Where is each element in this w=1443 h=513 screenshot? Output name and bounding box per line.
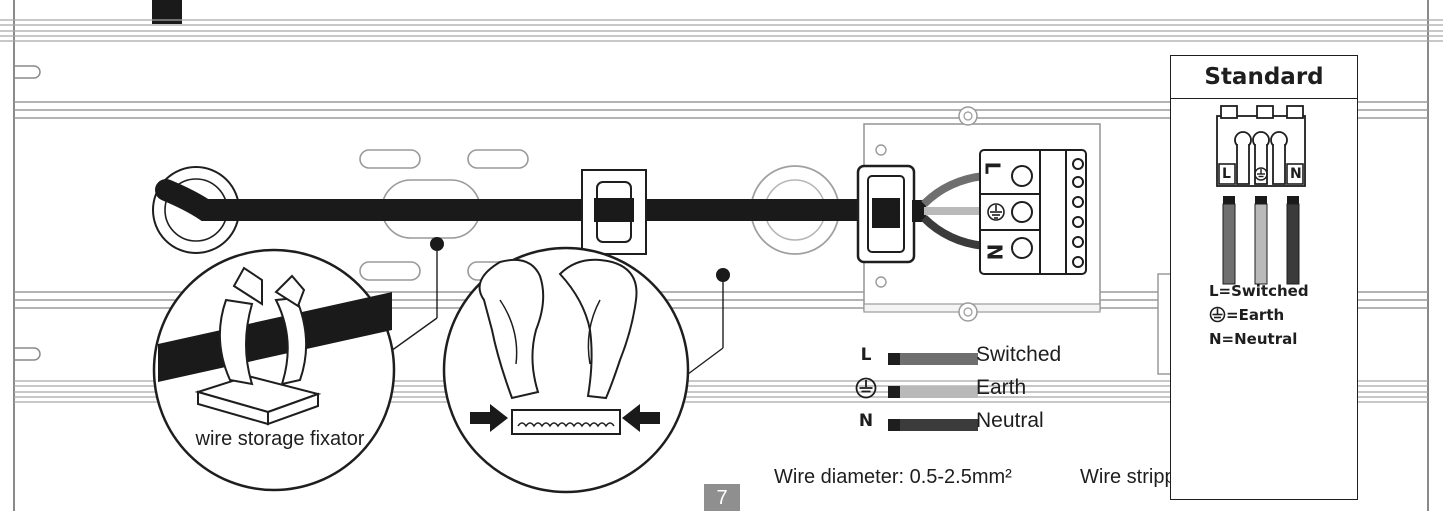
screw-icon	[958, 106, 978, 126]
legend-row-switched: L Switched	[854, 343, 1084, 373]
strain-relief-clamp	[856, 164, 926, 264]
legend-swatch-neutral	[888, 419, 978, 431]
arrow-right-icon	[470, 404, 508, 432]
detail-circle-fixator	[152, 248, 396, 492]
mains-cable	[155, 179, 881, 221]
standard-wiring-panel: Standard L N L=Switched	[1170, 55, 1358, 500]
legend-label-switched: Switched	[976, 343, 1062, 366]
standard-wire-switched	[1222, 203, 1236, 285]
standard-earth-symbol-icon	[1254, 167, 1268, 181]
arrow-left-icon	[622, 404, 660, 432]
fixator-label: wire storage fixator	[195, 428, 365, 450]
legend-swatch-earth	[888, 386, 978, 398]
standard-title: Standard	[1171, 56, 1357, 99]
earth-symbol-icon	[1209, 306, 1226, 323]
standard-terminal-drawing	[1216, 105, 1306, 285]
connector-label-n: N	[982, 243, 1007, 261]
page-number: 7	[704, 484, 740, 511]
legend-row-earth: Earth	[854, 376, 1084, 406]
legend-swatch-switched	[888, 353, 978, 365]
standard-key-earth-row: =Earth	[1209, 306, 1284, 324]
lever-connector	[979, 149, 1087, 275]
standard-key-switched: L=Switched	[1209, 282, 1309, 300]
standard-key-earth: =Earth	[1226, 306, 1285, 324]
top-rail	[0, 19, 1443, 42]
cable-storage-clip	[581, 169, 647, 255]
connector-earth-symbol-icon	[987, 203, 1005, 221]
wire-diameter-spec: Wire diameter: 0.5-2.5mm²	[774, 466, 1012, 488]
standard-key-neutral: N=Neutral	[1209, 330, 1298, 348]
standard-terminal-n: N	[1290, 166, 1302, 182]
standard-terminal-l: L	[1222, 166, 1231, 182]
earth-symbol-icon	[854, 377, 878, 404]
screw-icon	[958, 302, 978, 322]
legend-label-neutral: Neutral	[976, 409, 1044, 432]
legend-label-earth: Earth	[976, 376, 1027, 399]
side-slot	[14, 347, 41, 361]
inner-wires	[921, 172, 985, 250]
connector-label-l: L	[980, 161, 1005, 175]
standard-wire-earth	[1254, 203, 1268, 285]
standard-wire-neutral	[1286, 203, 1300, 285]
legend-letter-l: L	[860, 345, 872, 365]
side-slot	[14, 65, 41, 79]
legend-row-neutral: N Neutral	[854, 409, 1084, 439]
legend-letter-n: N	[858, 411, 874, 431]
detail-circle-clip-release	[442, 246, 690, 494]
